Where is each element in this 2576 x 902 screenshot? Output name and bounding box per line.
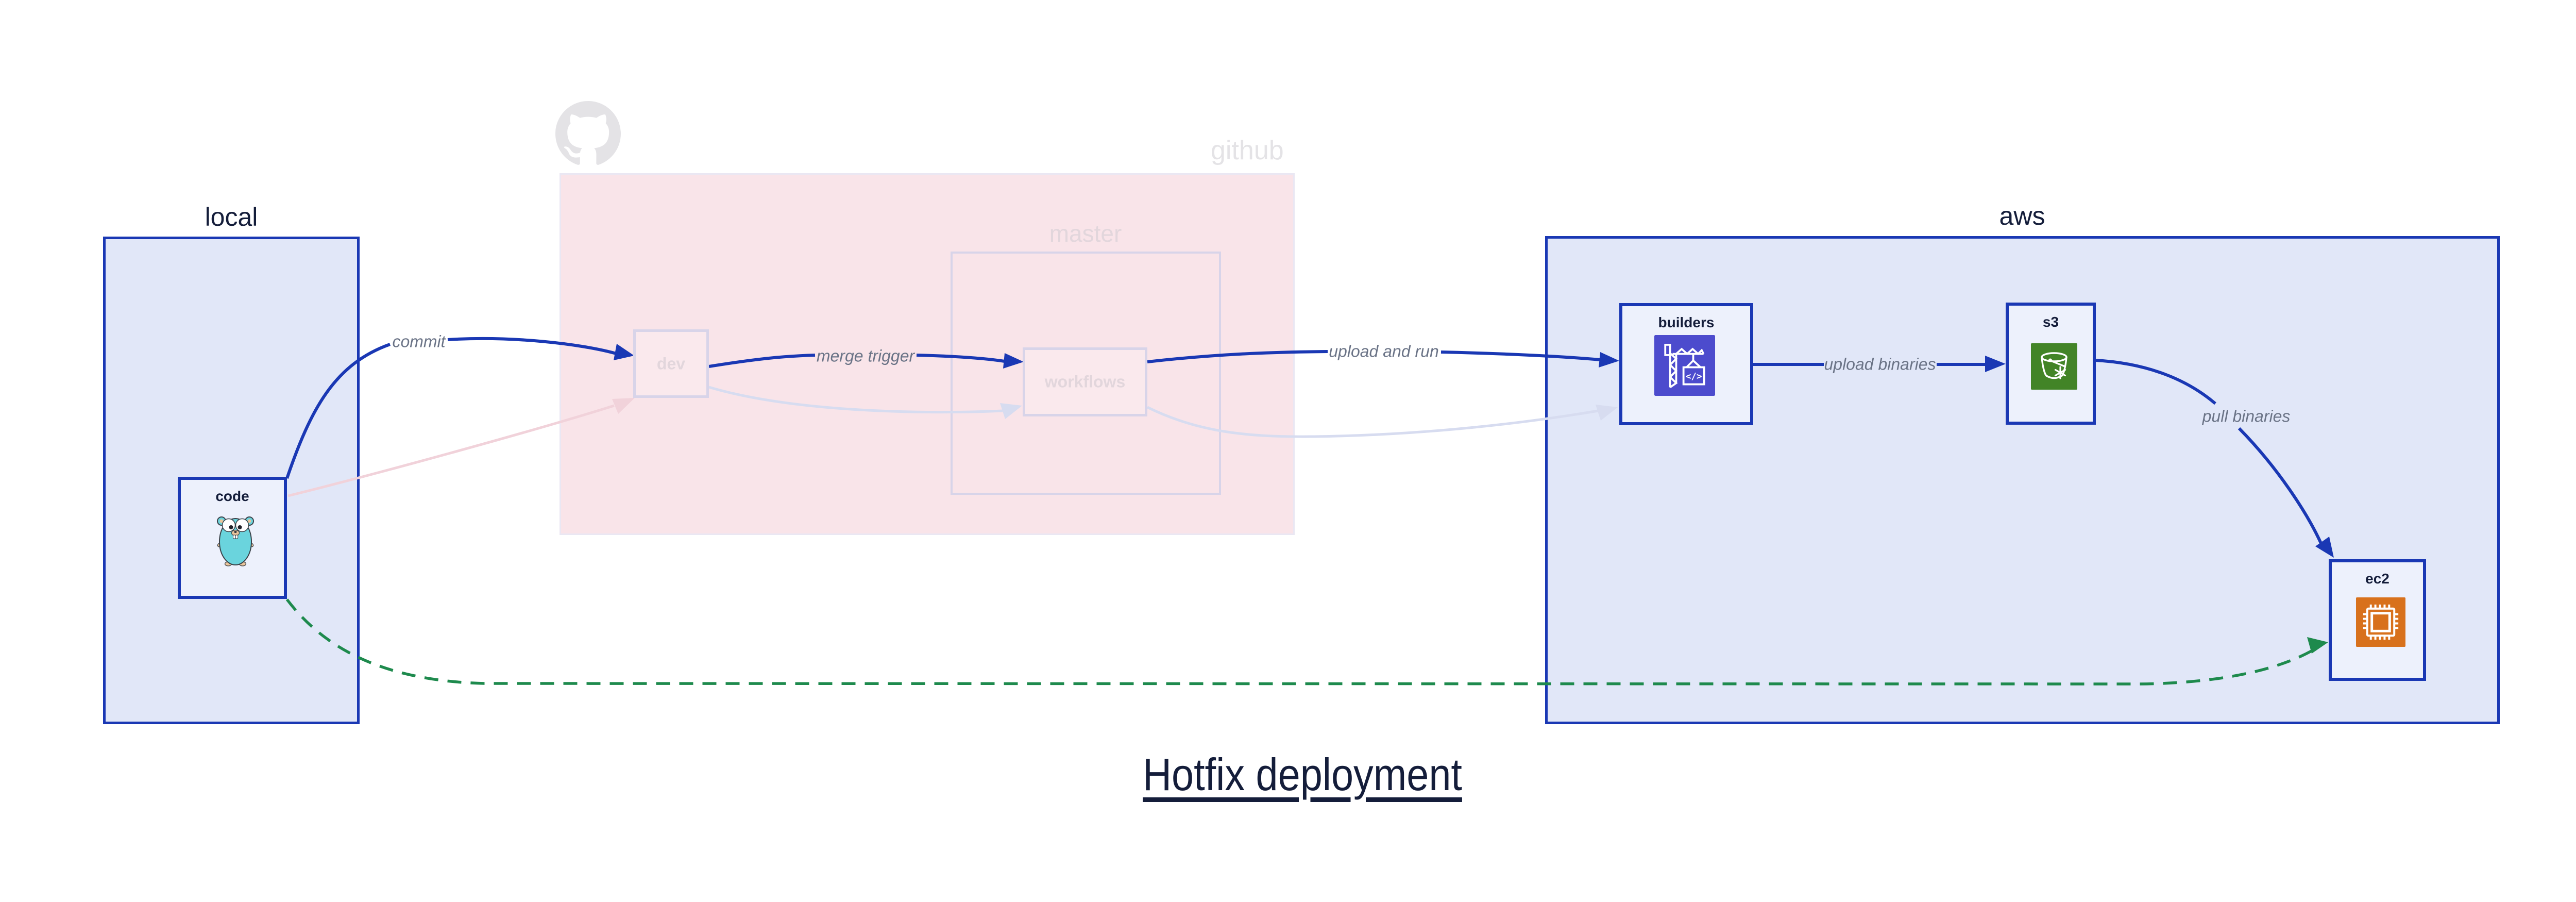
aws-s3-bucket-icon: [2031, 343, 2077, 390]
svg-text:</>: </>: [1686, 372, 1702, 382]
node-ec2: ec2: [2329, 559, 2426, 681]
node-dev-label: dev: [656, 354, 686, 373]
arrowhead-commit: [614, 344, 634, 360]
edge-merge-trigger: [916, 354, 1005, 363]
arrowhead-upload-and-run: [1599, 352, 1619, 368]
edge-label-upload-and-run: upload and run: [1329, 342, 1439, 361]
arrowhead-pull-binaries: [2315, 537, 2334, 558]
edge-hotfix-dashed: [285, 598, 2319, 686]
edge-label-upload-binaries: upload binaries: [1824, 355, 1936, 374]
edge-merge-trigger: [708, 354, 816, 368]
edge-commit-faded: [287, 404, 615, 497]
edge-pull-binaries: [2238, 427, 2323, 544]
edge-merge-faded: [708, 386, 1003, 414]
aws-ec2-chip-icon: [2356, 597, 2405, 647]
edge-label-pull-binaries: pull binaries: [2202, 407, 2291, 426]
node-code: code: [178, 477, 287, 599]
edge-pull-binaries: [2095, 359, 2216, 405]
arrowhead-commit-faded: [612, 398, 635, 414]
edge-upload-and-run: [1147, 350, 1328, 363]
edge-commit: [447, 337, 617, 355]
arrowhead-upload-binaries: [1985, 356, 2006, 372]
cluster-master: [951, 252, 1221, 495]
aws-codebuild-icon: </>: [1654, 335, 1715, 396]
node-s3-label: s3: [2042, 314, 2059, 330]
node-builders-label: builders: [1658, 314, 1715, 330]
edge-label-merge-trigger: merge trigger: [816, 346, 915, 365]
arrowhead-upload-faded: [1596, 405, 1618, 421]
edge-upload-faded: [1146, 406, 1599, 438]
node-workflows-label: workflows: [1044, 372, 1126, 391]
cluster-master-label: master: [1049, 220, 1122, 247]
node-workflows: workflows: [1023, 347, 1147, 416]
page-title: Hotfix deployment: [1143, 749, 1462, 800]
edge-upload-and-run: [1440, 350, 1601, 361]
edge-commit: [285, 343, 391, 479]
node-s3: s3: [2006, 303, 2096, 425]
cluster-local-label: local: [205, 203, 258, 231]
node-ec2-label: ec2: [2365, 571, 2389, 587]
node-dev: dev: [633, 329, 709, 398]
node-builders: builders </>: [1619, 303, 1753, 425]
go-gopher-icon: [217, 516, 254, 566]
edge-label-commit: commit: [392, 332, 446, 351]
cluster-github-label: github: [1211, 136, 1284, 165]
arrowhead-merge-faded: [1000, 403, 1022, 419]
arrowhead-hotfix: [2307, 637, 2328, 654]
arrowhead-merge-trigger: [1003, 353, 1024, 369]
cluster-aws-label: aws: [1999, 202, 2045, 230]
github-octocat-icon: [555, 101, 621, 165]
node-code-label: code: [215, 488, 249, 504]
